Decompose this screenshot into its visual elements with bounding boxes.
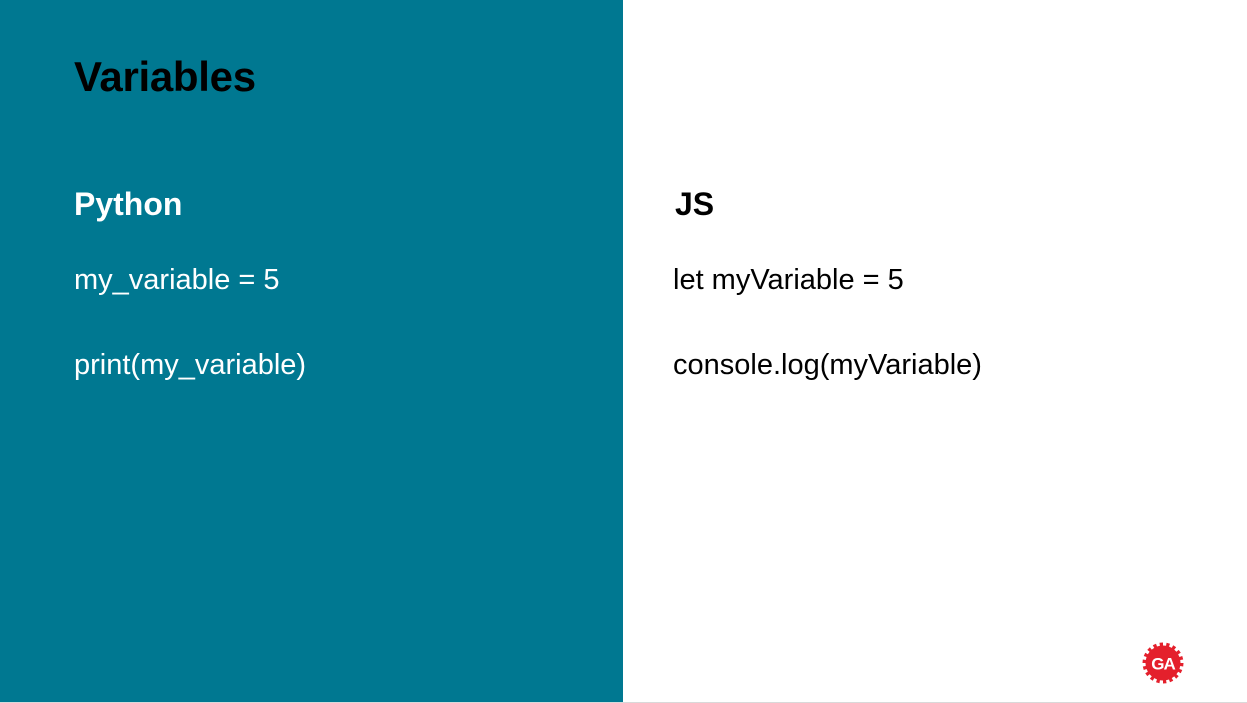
js-code-line-1: let myVariable = 5 <box>673 264 904 296</box>
logo-gear-shape <box>1142 642 1184 684</box>
logo-gear-outline <box>1142 642 1184 684</box>
js-panel: JS let myVariable = 5 console.log(myVari… <box>623 0 1247 702</box>
python-code-line-2: print(my_variable) <box>74 349 307 381</box>
slide-title: Variables <box>74 53 256 100</box>
python-panel: Python my_variable = 5 print(my_variable… <box>0 0 623 702</box>
js-heading: JS <box>675 186 715 222</box>
js-code-line-2: console.log(myVariable) <box>673 349 982 381</box>
python-heading: Python <box>74 186 183 222</box>
logo-text: GA <box>1151 655 1175 674</box>
general-assembly-logo-icon: GA <box>1142 642 1184 684</box>
python-code-line-1: my_variable = 5 <box>74 264 280 296</box>
